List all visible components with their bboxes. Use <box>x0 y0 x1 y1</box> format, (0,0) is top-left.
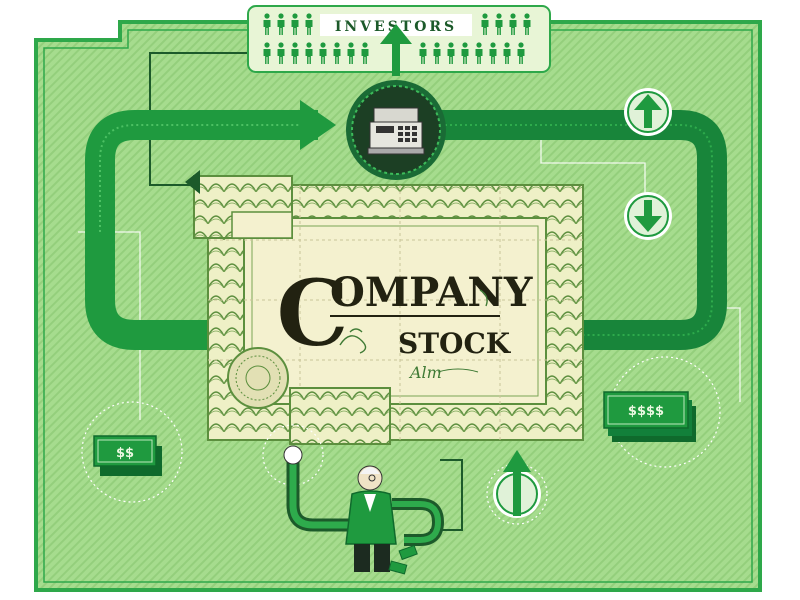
money-stack-right: $$$$ <box>603 356 721 468</box>
company-initial: C <box>276 259 349 367</box>
loop-arrowhead-right <box>300 100 336 150</box>
certificate-seal <box>227 347 289 409</box>
investors-panel: INVESTORS <box>247 5 551 76</box>
stock-subtitle: STOCK <box>398 327 512 360</box>
signature: Alm <box>408 363 442 382</box>
hand-icon <box>283 445 303 465</box>
arrow-down-icon <box>624 192 672 240</box>
money-left-label: $$ <box>116 446 134 461</box>
certificate-corner-top-left <box>193 175 293 239</box>
arrow-up-icon-lower <box>486 450 548 525</box>
money-right-label: $$$$ <box>628 404 664 419</box>
money-flow-loop <box>85 100 727 365</box>
falling-bills <box>388 544 418 575</box>
certificate-corner-bottom <box>289 387 391 445</box>
arrow-up-icon <box>624 88 672 136</box>
cash-register-icon <box>367 107 425 155</box>
ornamental-flourish <box>339 289 488 354</box>
company-title: OMPANY <box>330 269 533 316</box>
businessman-figure <box>262 424 445 575</box>
arrow-up-to-investors <box>380 24 412 44</box>
cash-register-seal <box>346 80 446 180</box>
money-stack-left: $$ <box>81 401 183 503</box>
